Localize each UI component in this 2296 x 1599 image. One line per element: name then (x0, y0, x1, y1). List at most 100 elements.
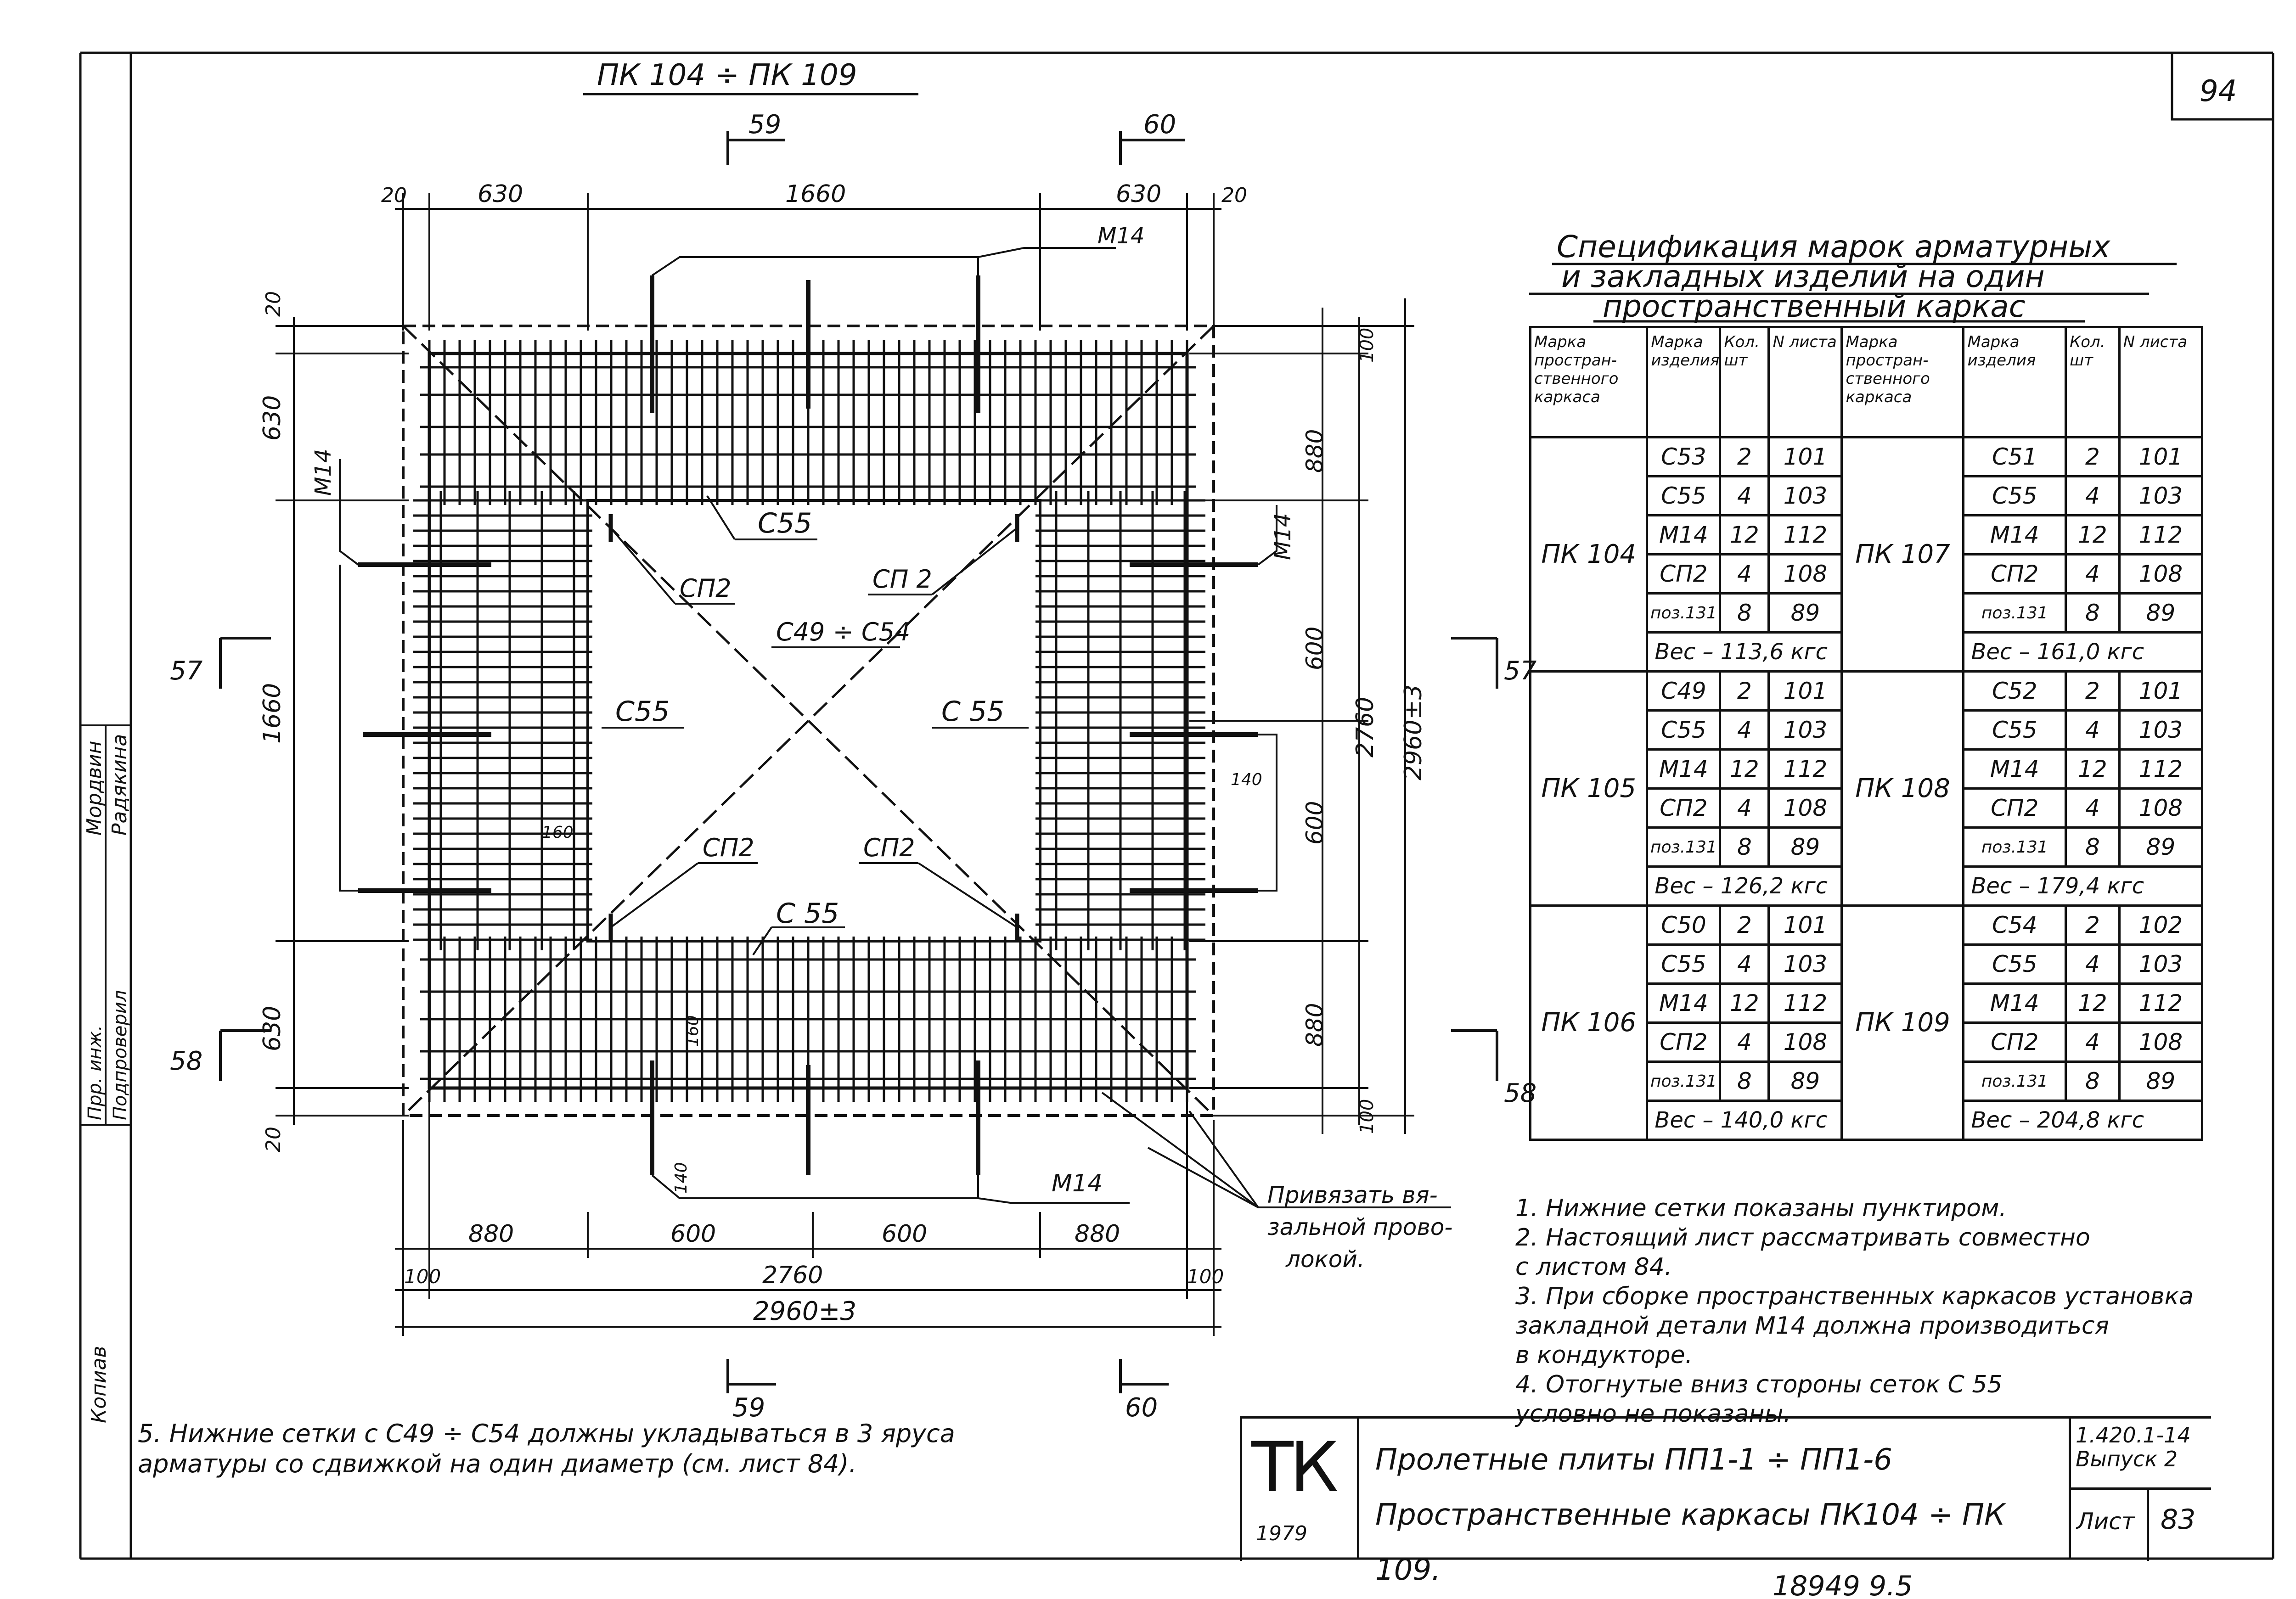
spec-cell: 8 (2065, 1060, 2121, 1102)
spec-cell: 4 (1719, 787, 1770, 829)
note-line: 1. Нижние сетки показаны пунктиром. (1515, 1195, 2007, 1222)
note-line: условно не показаны. (1515, 1400, 1791, 1428)
spec-cell: 4 (1719, 553, 1770, 595)
section-mark-60-top (1119, 131, 1185, 165)
bottom-dim-2760: 2760 (762, 1262, 823, 1289)
diagonal-2 (402, 325, 1215, 1116)
spec-cell: 101 (2118, 436, 2204, 477)
spec-cell: М14 (1962, 982, 2067, 1024)
section-mark-59-top (726, 131, 785, 165)
spec-cell: 4 (1719, 709, 1770, 751)
m14-embeds (358, 275, 1258, 1175)
spec-cell: 112 (1767, 514, 1843, 555)
note-line: в кондукторе. (1515, 1341, 1693, 1369)
label-sp2-tl: СП2 (680, 574, 732, 603)
left-dimension-chain (276, 317, 409, 1125)
label-160-b: 160 (683, 1015, 702, 1047)
spec-cell: поз.131 (1962, 1060, 2067, 1102)
spec-cell: 103 (2118, 709, 2204, 751)
label-sp2-br: СП2 (863, 833, 915, 862)
spec-cell: 108 (2118, 787, 2204, 829)
spec-frame-mark: ПК 104 (1529, 436, 1649, 673)
spec-cell: 101 (1767, 436, 1843, 477)
spec-cell: 108 (2118, 553, 2204, 595)
note-line: с листом 84. (1515, 1253, 1672, 1281)
top-dim-5: 20 (1221, 184, 1247, 207)
note-line: арматуры со сдвижкой на один диаметр (см… (138, 1449, 857, 1478)
section-label-59-bottom: 59 (732, 1393, 765, 1423)
spec-cell: 4 (1719, 943, 1770, 985)
spec-cell: 4 (2065, 1021, 2121, 1063)
spec-cell: 108 (1767, 787, 1843, 829)
section-mark-57-right (1451, 637, 1498, 689)
label-m14-right: М14 (1270, 513, 1296, 561)
spec-cell: 2 (1719, 436, 1770, 477)
spec-cell: С53 (1646, 436, 1722, 477)
bottom-dim-100-right: 100 (1187, 1265, 1224, 1288)
stamp-row-1: Прр. инж. (84, 1025, 106, 1120)
bottom-dim-1: 880 (468, 1220, 514, 1248)
tk-logo-text: ТК (1251, 1428, 1339, 1508)
spec-cell: 102 (2118, 904, 2204, 946)
sheet-cell: Лист 83 (2071, 1487, 2211, 1561)
spec-cell: СП2 (1962, 1021, 2067, 1063)
spec-cell: 112 (1767, 982, 1843, 1024)
spec-weight: Вес – 140,0 кгс (1646, 1100, 1843, 1141)
spec-cell: поз.131 (1962, 826, 2067, 868)
bottom-dim-2: 600 (670, 1220, 716, 1248)
section-mark-58-right (1451, 1029, 1498, 1081)
section-mark-58-left (219, 1029, 271, 1081)
spec-cell: С55 (1962, 943, 2067, 985)
left-dim-1: 20 (262, 291, 285, 317)
series-code-line-2: Выпуск 2 (2076, 1447, 2178, 1471)
spec-cell: 103 (2118, 475, 2204, 516)
spec-cell: 2 (2065, 904, 2121, 946)
spec-cell: 101 (1767, 670, 1843, 712)
label-m14-top: М14 (1097, 223, 1145, 249)
right-dimension-chain (1189, 298, 1414, 1134)
side-stamp (80, 724, 131, 1126)
spec-cell: поз.131 (1646, 826, 1722, 868)
spec-cell: М14 (1646, 982, 1722, 1024)
spec-cell: С50 (1646, 904, 1722, 946)
title-text: Пролетные плиты ПП1-1 ÷ ПП1-6 Пространст… (1375, 1432, 2018, 1598)
drawing-header-title: ПК 104 ÷ ПК 109 (597, 58, 857, 92)
top-dim-4: 630 (1116, 180, 1161, 208)
spec-frame-mark: ПК 109 (1840, 904, 1965, 1141)
title-block: ТК 1979 Пролетные плиты ПП1-1 ÷ ПП1-6 Пр… (1240, 1416, 2211, 1587)
label-c55-bottom: С 55 (776, 898, 839, 930)
spec-cell: СП2 (1962, 787, 2067, 829)
spec-header-cell: Кол. шт (2065, 326, 2121, 438)
tie-note-leaders (1101, 1092, 1451, 1208)
series-code-line-1: 1.420.1-14 (2076, 1423, 2191, 1448)
spec-cell: С51 (1962, 436, 2067, 477)
mesh-c55-bottom (420, 937, 1196, 1102)
label-140-a: 140 (1231, 770, 1262, 789)
section-label-57-left: 57 (170, 656, 203, 686)
spec-header-row: Марка простран-ственного каркаса Марка и… (1529, 326, 2204, 438)
spec-cell: 89 (2118, 826, 2204, 868)
spec-cell: 4 (2065, 475, 2121, 516)
sheet-frame (79, 51, 2274, 1560)
stamp-name-2: Радякина (108, 734, 131, 836)
series-code: 1.420.1-14 Выпуск 2 (2076, 1423, 2191, 1471)
note-line: 4. Отогнутые вниз стороны сеток С 55 (1515, 1371, 2003, 1398)
top-dimension-chain (395, 193, 1221, 331)
section-label-59-top: 59 (748, 110, 781, 140)
spec-cell: С49 (1646, 670, 1722, 712)
spec-frame-mark: ПК 107 (1840, 436, 1965, 673)
note-line: 2. Настоящий лист рассматривать совместн… (1515, 1224, 2090, 1251)
spec-header-cell: Марка простран-ственного каркаса (1529, 326, 1649, 438)
right-dim-3: 600 (1301, 627, 1328, 670)
spec-cell: С55 (1962, 475, 2067, 516)
spec-weight: Вес – 179,4 кгс (1962, 865, 2203, 907)
spec-cell: 12 (2065, 748, 2121, 790)
spec-weight: Вес – 161,0 кгс (1962, 631, 2203, 673)
tie-note-line-3: локой. (1285, 1246, 1365, 1273)
